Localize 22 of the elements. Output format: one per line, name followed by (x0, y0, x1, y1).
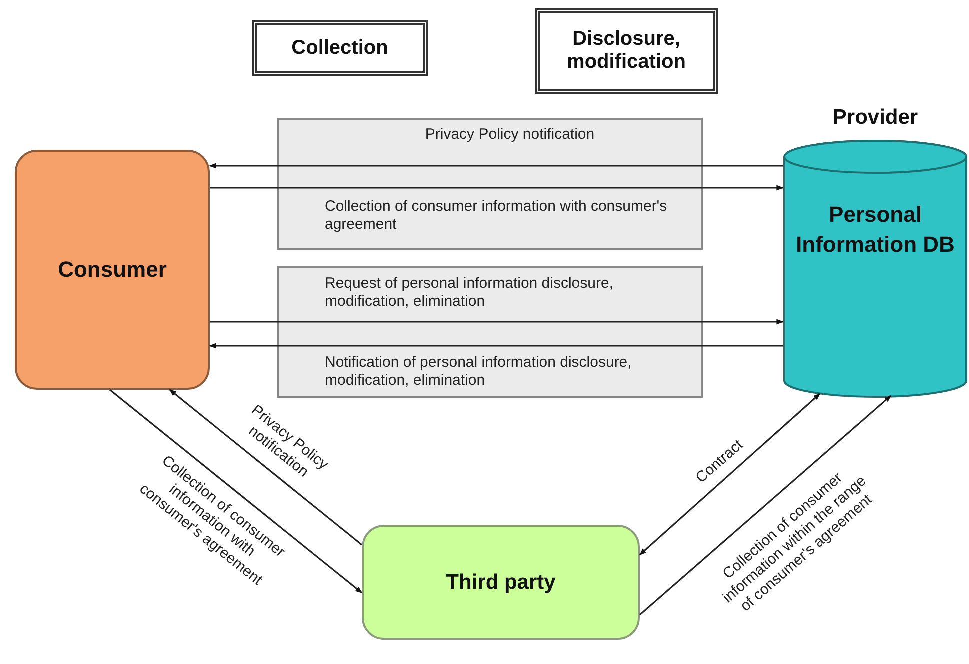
box-label: Collection (292, 36, 388, 60)
edge-label: Privacy Policy notification (424, 126, 596, 144)
arrow (639, 395, 892, 616)
edge-label: Collection of consumer information with consumer's agreement (325, 198, 668, 234)
arrow (210, 319, 784, 325)
node-heading: Provider (832, 106, 920, 130)
rounded-box (362, 525, 640, 640)
arrow (209, 163, 783, 169)
box-label: Third party (446, 570, 556, 594)
edge-label: Notification of personal information disclosure, modification, elimination (325, 354, 633, 390)
arrow (639, 393, 821, 556)
node-label: Personal Information DB (795, 201, 956, 259)
heading-box (535, 8, 718, 94)
arrow (210, 185, 784, 191)
edge-label: Request of personal information disclosure, modification, elimination (325, 275, 614, 311)
box-label: Disclosure, modification (566, 28, 687, 74)
arrow (209, 343, 783, 349)
rounded-box (15, 150, 210, 390)
box-label: Consumer (58, 257, 167, 283)
heading-box (252, 20, 428, 76)
arrow (110, 389, 363, 594)
arrow (169, 389, 362, 546)
